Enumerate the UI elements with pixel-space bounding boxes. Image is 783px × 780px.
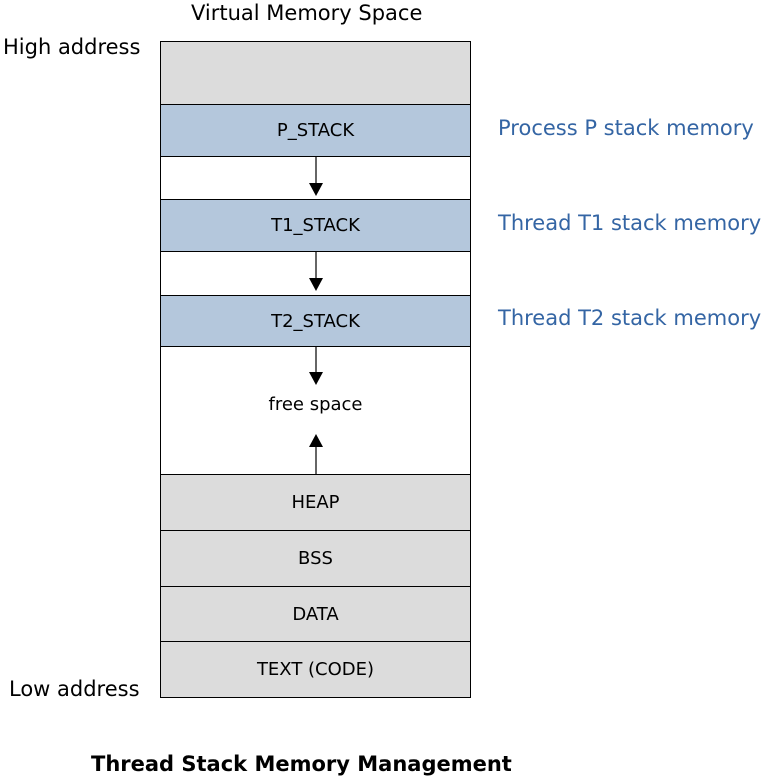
t2-stack-label: T2_STACK: [271, 310, 360, 332]
text-code-segment: TEXT (CODE): [160, 641, 471, 698]
heap-label: HEAP: [291, 492, 340, 513]
bss-label: BSS: [298, 548, 333, 569]
heap-segment: HEAP: [160, 474, 471, 531]
t2-stack-annotation: Thread T2 stack memory: [498, 306, 762, 330]
reserved-top-segment: [160, 41, 471, 105]
bss-segment: BSS: [160, 530, 471, 587]
p-stack-label: P_STACK: [276, 120, 355, 141]
free-space-label: free space: [268, 394, 363, 415]
p-stack-annotation: Process P stack memory: [498, 116, 754, 140]
low-address-label: Low address: [9, 677, 140, 701]
t1-stack-gap-segment: [160, 251, 471, 296]
t1-stack-annotation: Thread T1 stack memory: [498, 211, 762, 235]
high-address-label: High address: [3, 35, 141, 59]
t1-stack-segment: T1_STACK: [160, 199, 471, 252]
diagram-caption: Thread Stack Memory Management: [91, 752, 512, 776]
data-segment: DATA: [160, 586, 471, 642]
t2-stack-segment: T2_STACK: [160, 295, 471, 347]
p-stack-segment: P_STACK: [160, 104, 471, 157]
t1-stack-label: T1_STACK: [271, 215, 360, 236]
text-code-label: TEXT (CODE): [256, 659, 375, 680]
data-label: DATA: [292, 603, 339, 625]
diagram-title: Virtual Memory Space: [191, 1, 423, 25]
p-stack-gap-segment: [160, 156, 471, 200]
